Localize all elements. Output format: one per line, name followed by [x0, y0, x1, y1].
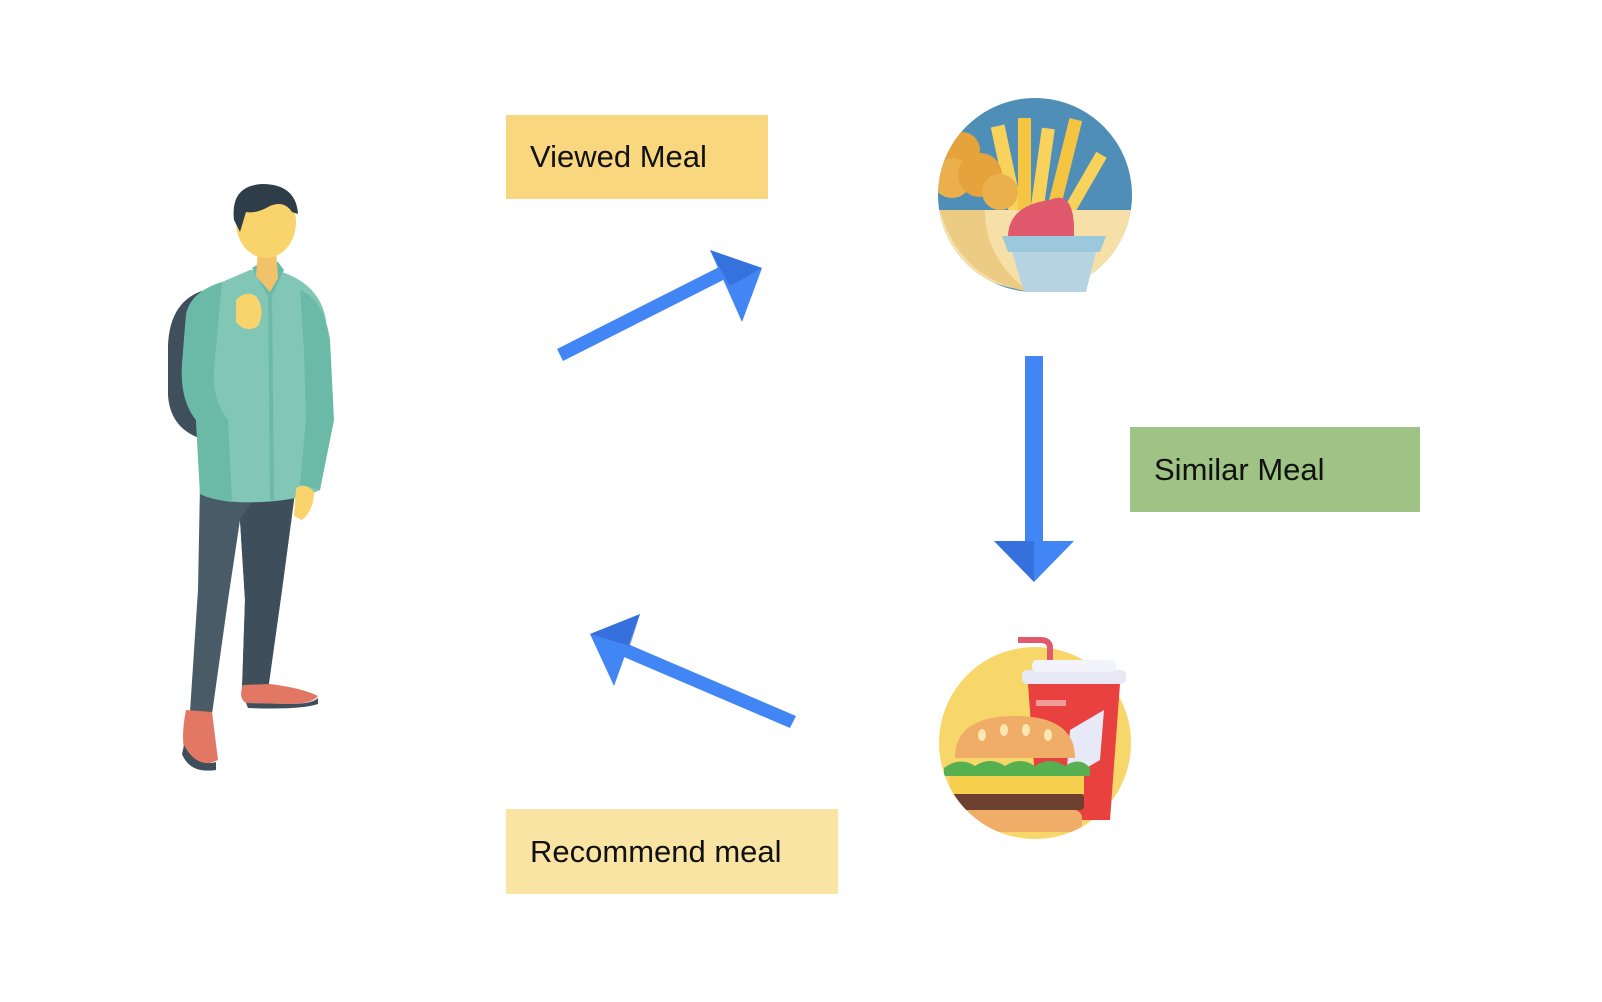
arrow-similar-to-user: [590, 614, 796, 728]
similar-meal-label: Similar Meal: [1130, 427, 1420, 512]
recommend-meal-label-text: Recommend meal: [530, 833, 782, 869]
person-with-backpack-icon: [168, 184, 334, 771]
fries-and-chicken-bowl-icon: [938, 98, 1132, 292]
viewed-meal-label: Viewed Meal: [506, 115, 768, 199]
burger-and-soda-icon: [939, 637, 1131, 839]
arrow-user-to-viewed: [557, 250, 762, 361]
arrow-viewed-to-similar: [994, 356, 1074, 582]
similar-meal-label-text: Similar Meal: [1154, 451, 1325, 487]
viewed-meal-label-text: Viewed Meal: [530, 139, 707, 174]
recommend-meal-label: Recommend meal: [506, 809, 838, 894]
